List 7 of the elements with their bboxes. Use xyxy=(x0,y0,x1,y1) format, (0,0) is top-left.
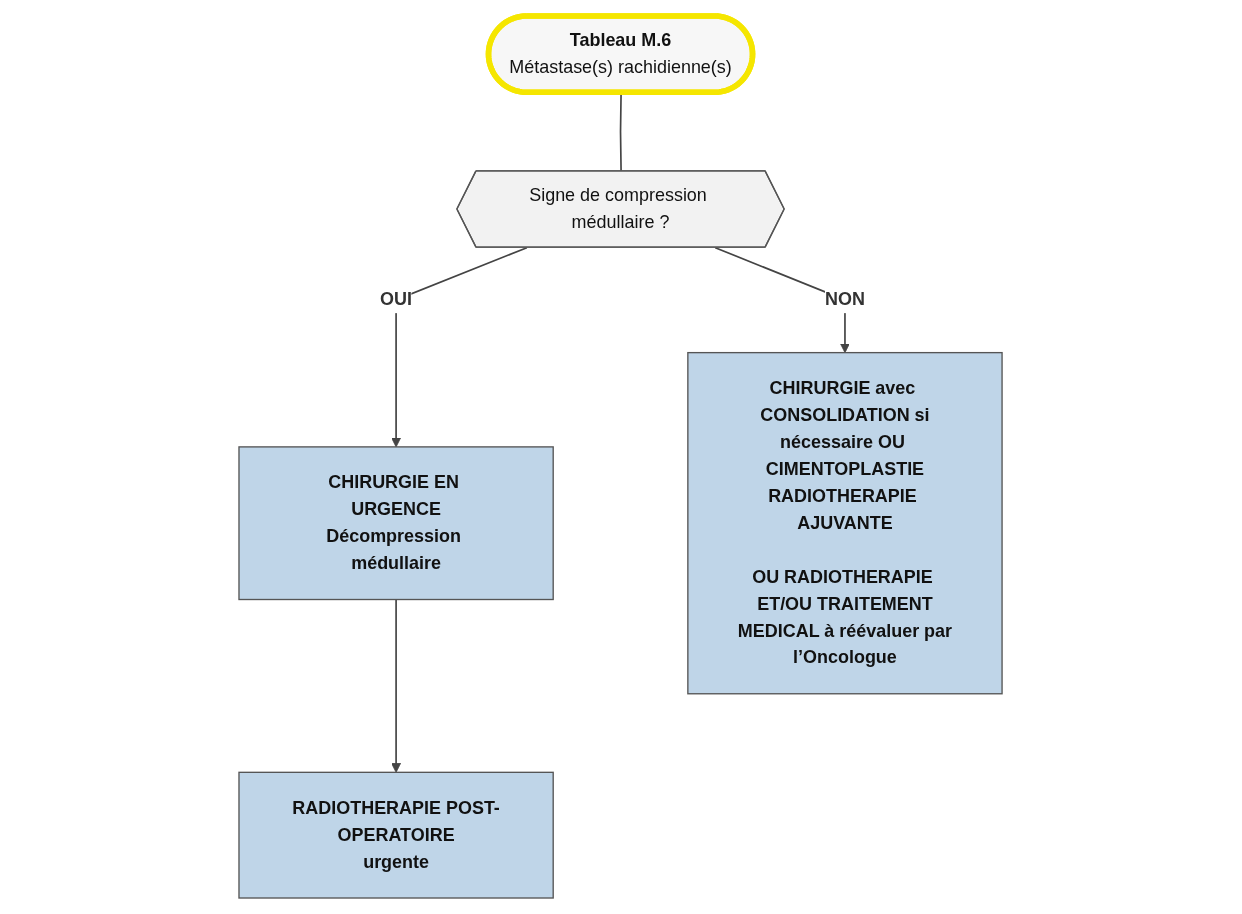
node-box: RADIOTHERAPIE POST-OPERATOIRE urgente xyxy=(238,771,555,899)
arrow xyxy=(391,598,402,773)
node-box: CHIRURGIE EN URGENCE Décompression médullaire xyxy=(238,446,555,601)
edge-label: NON xyxy=(825,289,866,309)
arrow xyxy=(391,246,529,448)
node-box: CHIRURGIE avec CONSOLIDATION si nécessaire OU CIMENTOPLASTIE RADIOTHERAPIE AJUVANTE OU RADIOTHERAPIE ET/OU TRAITEMENT MEDICAL à réévaluer par l’Oncologue xyxy=(687,351,1004,695)
edge-label: OUI xyxy=(380,289,413,309)
